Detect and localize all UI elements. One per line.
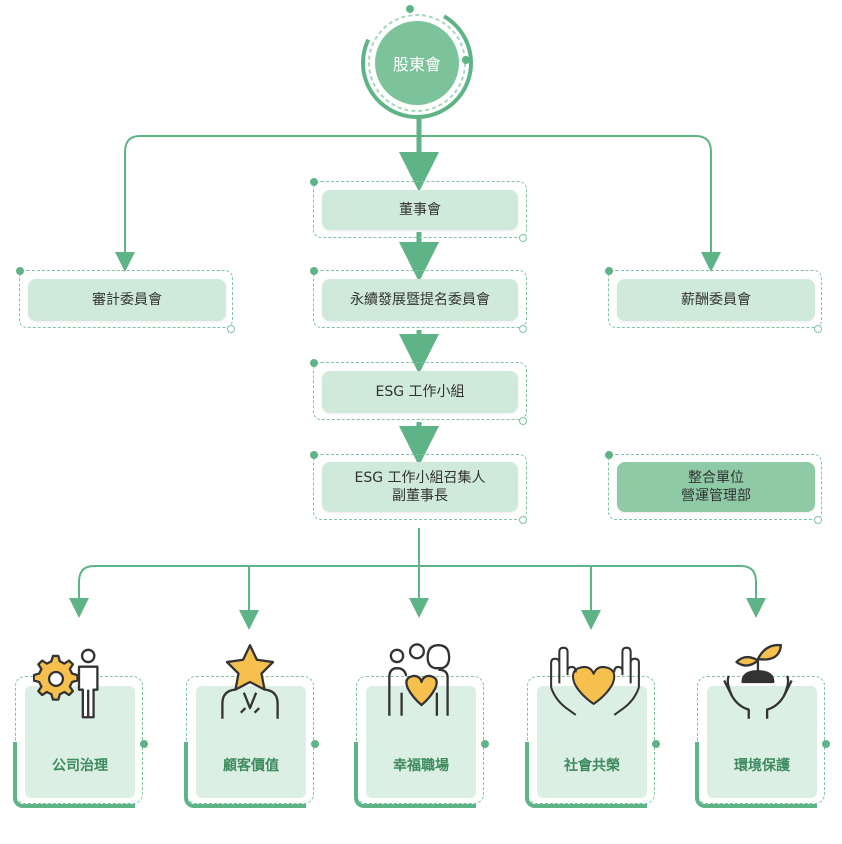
family-heart-icon <box>374 638 466 730</box>
star-person-icon <box>204 638 296 730</box>
comp-frame <box>608 270 822 328</box>
pillar-card <box>25 686 135 798</box>
compensation-committee-node: 薪酬委員會 <box>617 279 815 321</box>
pillar-label: 環境保護 <box>734 758 790 774</box>
pillar-dot <box>140 740 148 748</box>
connector-pillars-right <box>419 565 766 618</box>
connector-root-comp <box>419 135 721 272</box>
pillar-label: 顧客價值 <box>223 758 279 774</box>
connector-root-audit <box>115 135 419 272</box>
esg-frame <box>313 362 527 420</box>
pillar-dot <box>311 740 319 748</box>
pillar-label: 公司治理 <box>52 758 108 774</box>
integration-line2: 營運管理部 <box>681 488 751 504</box>
root-label: 股東會 <box>392 55 441 74</box>
board-label: 董事會 <box>399 202 441 218</box>
pillar-accent <box>13 742 135 808</box>
integration-unit-node: 整合單位 營運管理部 <box>617 462 815 512</box>
integration-frame <box>608 454 822 520</box>
pillar-label: 幸福職場 <box>393 758 449 774</box>
convener-frame <box>313 454 527 520</box>
convener-line1: ESG 工作小組召集人 <box>354 470 486 486</box>
sustainability-committee-node: 永續發展暨提名委員會 <box>322 279 518 321</box>
convener-line2: 副董事長 <box>392 488 448 504</box>
pillar-dot <box>822 740 830 748</box>
audit-frame <box>19 270 233 328</box>
pillar-label: 社會共榮 <box>564 758 620 774</box>
integration-line1: 整合單位 <box>688 470 744 486</box>
sustain-label: 永續發展暨提名委員會 <box>350 292 490 308</box>
esg-group-node: ESG 工作小組 <box>322 371 518 413</box>
comp-label: 薪酬委員會 <box>681 292 751 308</box>
audit-label: 審計委員會 <box>92 292 162 308</box>
connector-pillars-left <box>69 565 419 618</box>
audit-committee-node: 審計委員會 <box>28 279 226 321</box>
pillar-accent <box>354 742 476 808</box>
esg-group-label: ESG 工作小組 <box>375 384 465 400</box>
pillar-accent <box>184 742 306 808</box>
board-frame <box>313 181 527 238</box>
pillar-dot <box>481 740 489 748</box>
pillar-accent <box>525 742 647 808</box>
hands-plant-icon <box>715 638 807 730</box>
pillar-dot <box>652 740 660 748</box>
sustain-frame <box>313 270 527 328</box>
esg-convener-node: ESG 工作小組召集人 副董事長 <box>322 462 518 512</box>
gear-person-icon <box>32 638 125 730</box>
root-node-shareholders: 股東會 <box>375 21 459 105</box>
pillar-card <box>707 686 817 798</box>
pillar-accent <box>695 742 817 808</box>
hands-heart-icon <box>547 638 643 730</box>
board-node: 董事會 <box>322 190 518 230</box>
